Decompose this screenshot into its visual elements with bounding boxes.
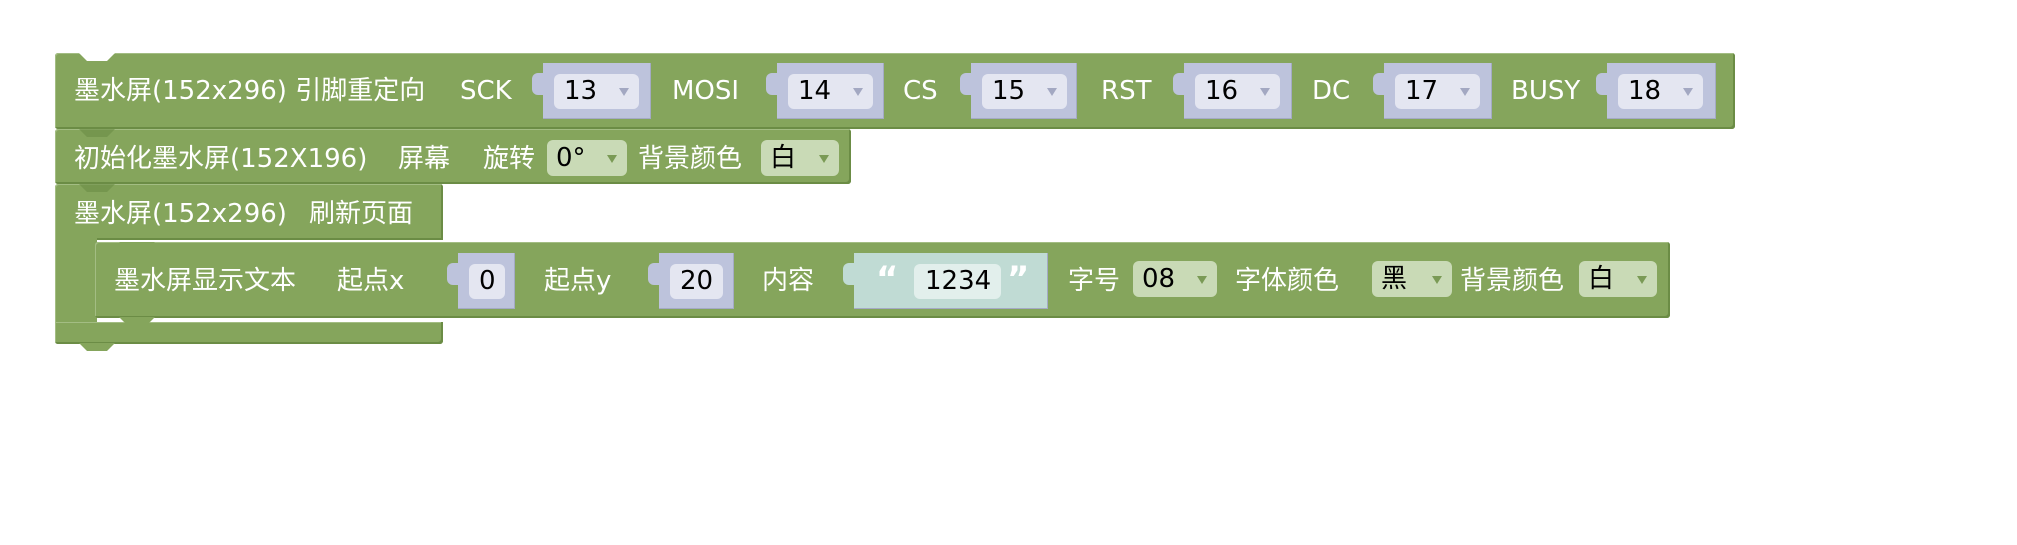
dropdown-arrow-icon (1260, 88, 1270, 96)
dropdown-arrow-icon (1460, 88, 1470, 96)
epaper-init-block[interactable] (55, 129, 851, 184)
cs-label: CS (903, 76, 938, 106)
dropdown-arrow-icon (1197, 276, 1207, 284)
y-input[interactable]: 20 (670, 264, 723, 299)
block-notch (79, 184, 115, 192)
dropdown-arrow-icon (853, 88, 863, 96)
rst-label: RST (1101, 76, 1152, 106)
mosi-dropdown[interactable]: 14 (788, 74, 873, 109)
mosi-value-block[interactable]: 14 (766, 63, 884, 119)
block-notch (79, 53, 115, 61)
input-nub (648, 263, 660, 285)
dc-label: DC (1312, 76, 1351, 106)
text-bg-color-label: 背景颜色 (1460, 266, 1565, 296)
y-value-block[interactable]: 20 (648, 253, 734, 309)
dropdown-arrow-icon (607, 155, 617, 163)
bg-color-label: 背景颜色 (638, 144, 743, 174)
refresh-action-label: 刷新页面 (309, 199, 414, 229)
epaper-refresh-block[interactable] (55, 184, 443, 240)
init-title: 初始化墨水屏(152X196) (74, 144, 368, 174)
font-color-label: 字体颜色 (1235, 266, 1340, 296)
dropdown-arrow-icon (1637, 276, 1647, 284)
font-size-label: 字号 (1068, 266, 1121, 296)
cs-value-block[interactable]: 15 (960, 63, 1077, 119)
input-nub (766, 73, 778, 95)
dc-value-block[interactable]: 17 (1373, 63, 1492, 119)
screen-label: 屏幕 (398, 144, 451, 174)
content-input[interactable]: 1234 (914, 264, 1001, 299)
dropdown-arrow-icon (1047, 88, 1057, 96)
rst-value-block[interactable]: 16 (1173, 63, 1292, 119)
input-nub (1173, 73, 1185, 95)
dropdown-arrow-icon (1432, 276, 1442, 284)
text-bg-color-dropdown[interactable]: 白 (1579, 261, 1657, 297)
x-value-block[interactable]: 0 (447, 253, 515, 309)
input-nub (843, 263, 855, 285)
display-text-title: 墨水屏显示文本 (114, 266, 297, 296)
busy-dropdown[interactable]: 18 (1618, 74, 1703, 109)
block-bottom-tab (79, 343, 115, 351)
refresh-title: 墨水屏(152x296) (74, 199, 287, 229)
content-label: 内容 (762, 266, 815, 296)
block-notch (79, 129, 115, 137)
dc-dropdown[interactable]: 17 (1395, 74, 1480, 109)
open-quote-icon: “ (876, 259, 899, 299)
input-nub (1373, 73, 1385, 95)
close-quote-icon: ” (1007, 259, 1030, 299)
content-string-block[interactable]: “ 1234 ” (843, 253, 1048, 309)
rotate-label: 旋转 (483, 144, 536, 174)
input-nub (960, 73, 972, 95)
refresh-block-bottom-arm (55, 322, 443, 344)
font-size-dropdown[interactable]: 08 (1133, 261, 1217, 297)
pin-remap-title: 墨水屏(152x296) 引脚重定向 (74, 76, 426, 106)
font-color-dropdown[interactable]: 黑 (1372, 261, 1452, 297)
dropdown-arrow-icon (619, 88, 629, 96)
mosi-label: MOSI (672, 76, 740, 106)
input-nub (532, 73, 544, 95)
input-nub (1596, 73, 1608, 95)
rst-dropdown[interactable]: 16 (1195, 74, 1280, 109)
y-label: 起点y (544, 266, 612, 296)
block-notch (119, 242, 155, 250)
block-bottom-tab (119, 317, 155, 325)
dropdown-arrow-icon (1683, 88, 1693, 96)
dropdown-arrow-icon (819, 155, 829, 163)
x-label: 起点x (337, 266, 405, 296)
sck-label: SCK (460, 76, 512, 106)
busy-label: BUSY (1511, 76, 1581, 106)
sck-value-block[interactable]: 13 (532, 63, 651, 119)
cs-dropdown[interactable]: 15 (982, 74, 1067, 109)
input-nub (447, 263, 459, 285)
busy-value-block[interactable]: 18 (1596, 63, 1716, 119)
bg-color-dropdown[interactable]: 白 (761, 140, 839, 176)
x-input[interactable]: 0 (469, 264, 505, 299)
sck-dropdown[interactable]: 13 (554, 74, 639, 109)
rotate-dropdown[interactable]: 0° (547, 140, 627, 176)
